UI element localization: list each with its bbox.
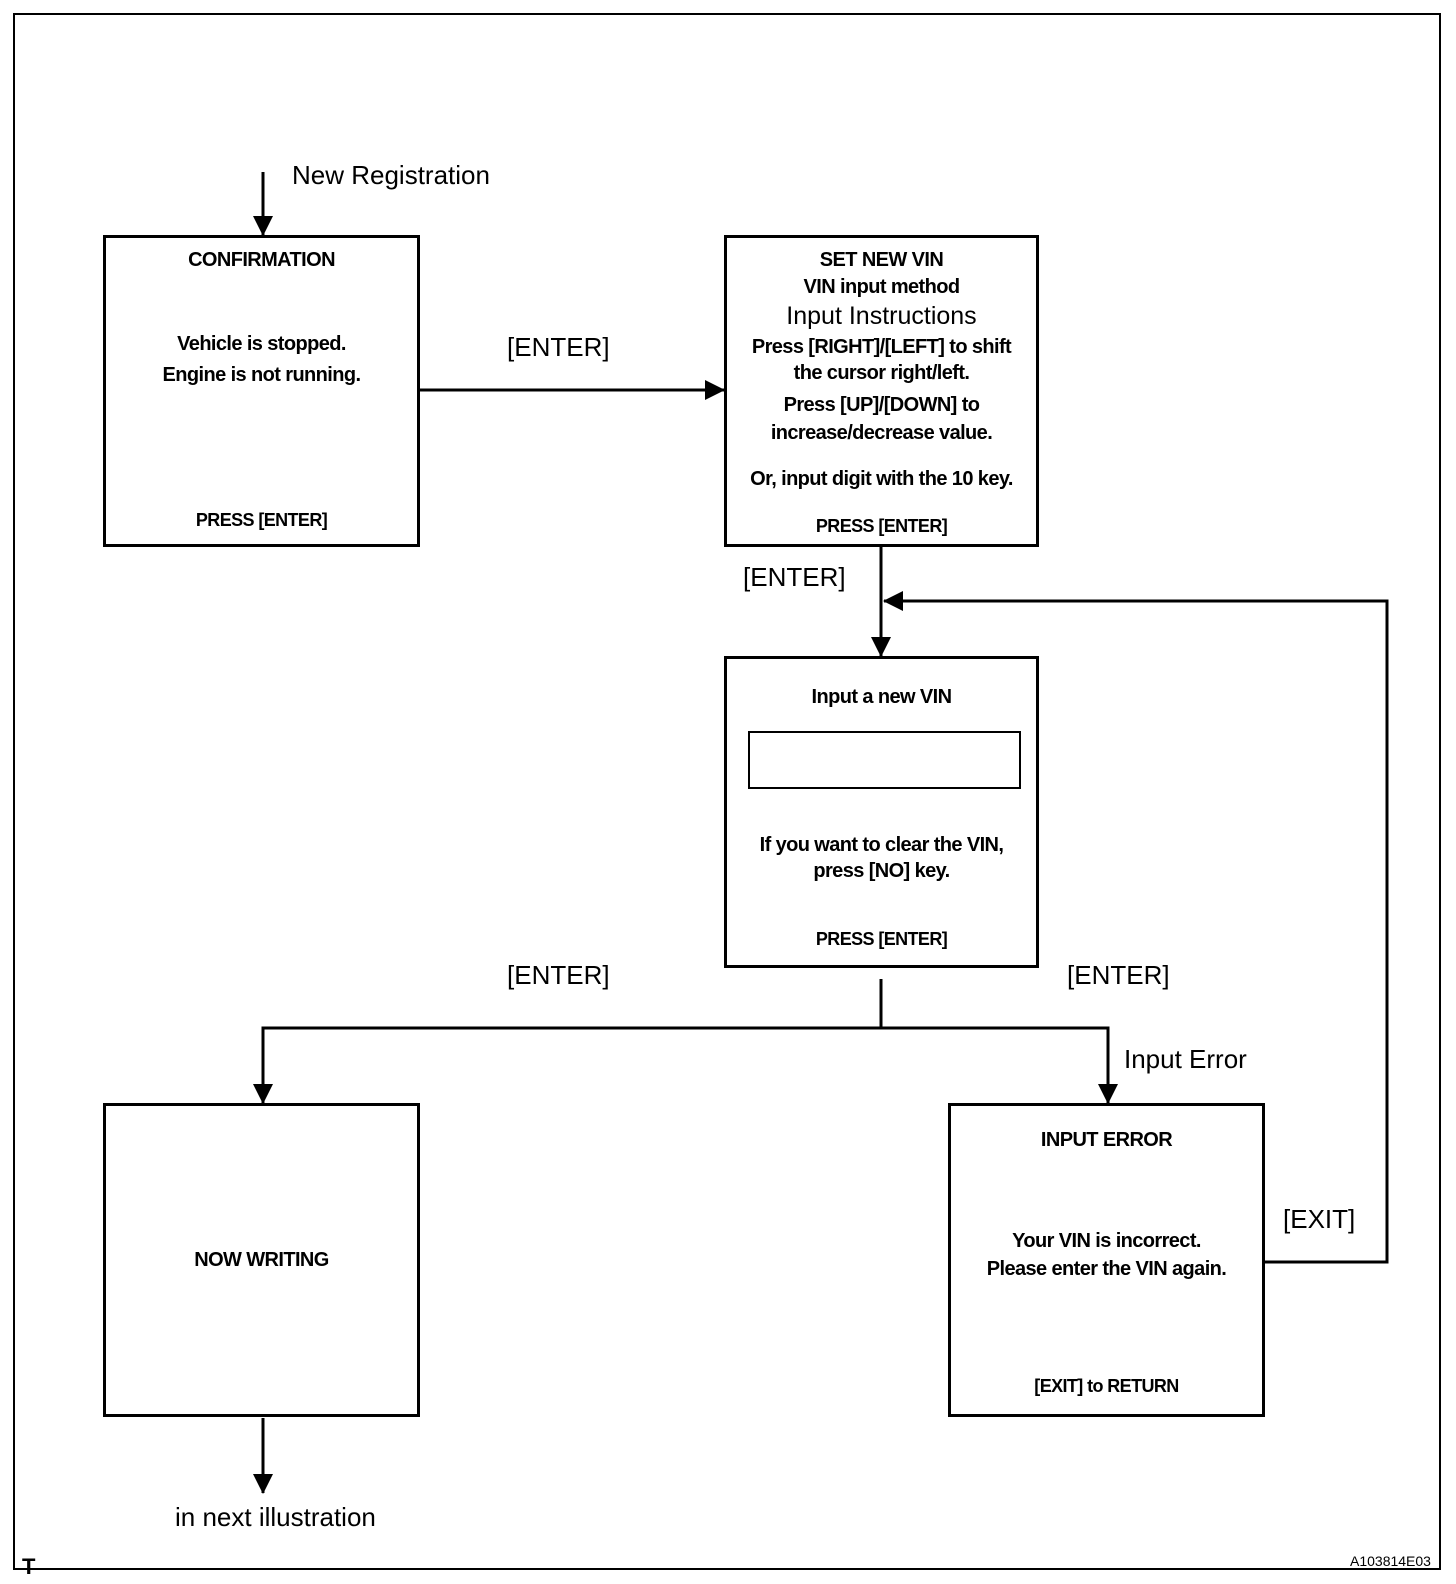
input-vin-footer: PRESS [ENTER] bbox=[815, 929, 948, 949]
label-input-error: Input Error bbox=[1124, 1044, 1247, 1074]
figure-reference: A103814E03 bbox=[1350, 1553, 1431, 1569]
now-writing-title: NOW WRITING bbox=[194, 1249, 329, 1271]
input-error-footer: [EXIT] to RETURN bbox=[1034, 1376, 1179, 1396]
confirmation-line-2: Engine is not running. bbox=[162, 364, 362, 386]
label-enter-set-vin: [ENTER] bbox=[743, 562, 846, 592]
screen-input-new-vin: Input a new VIN If you want to clear the… bbox=[724, 656, 1039, 968]
input-error-line-2: Please enter the VIN again. bbox=[986, 1258, 1227, 1280]
set-vin-line-5: Or, input digit with the 10 key. bbox=[750, 468, 1013, 490]
input-error-title: INPUT ERROR bbox=[1040, 1129, 1173, 1151]
set-vin-line-2: the cursor right/left. bbox=[793, 362, 970, 384]
set-vin-title: SET NEW VIN bbox=[819, 249, 944, 271]
input-vin-line-1: If you want to clear the VIN, bbox=[759, 834, 1004, 856]
set-vin-subtitle: VIN input method bbox=[803, 276, 961, 298]
vin-input-field bbox=[748, 731, 1021, 789]
label-enter-confirmation: [ENTER] bbox=[507, 332, 610, 362]
arrow-to-input-error bbox=[881, 1026, 1118, 1104]
set-vin-footer: PRESS [ENTER] bbox=[815, 516, 948, 536]
label-enter-now-writing: [ENTER] bbox=[507, 960, 610, 990]
input-vin-title: Input a new VIN bbox=[811, 686, 953, 708]
confirmation-footer: PRESS [ENTER] bbox=[195, 510, 328, 530]
screen-input-error: INPUT ERROR Your VIN is incorrect. Pleas… bbox=[948, 1103, 1265, 1417]
set-vin-instructions-heading: Input Instructions bbox=[786, 302, 977, 330]
set-vin-line-1: Press [RIGHT]/[LEFT] to shift bbox=[751, 336, 1012, 358]
screen-now-writing: NOW WRITING bbox=[103, 1103, 420, 1417]
arrow-to-now-writing bbox=[253, 1026, 881, 1104]
corner-mark: T bbox=[22, 1554, 36, 1579]
input-vin-line-2: press [NO] key. bbox=[813, 860, 950, 882]
diagram-frame bbox=[13, 13, 1441, 1570]
set-vin-line-4: increase/decrease value. bbox=[770, 422, 993, 444]
set-vin-line-3: Press [UP]/[DOWN] to bbox=[783, 394, 980, 416]
confirmation-title: CONFIRMATION bbox=[188, 249, 335, 271]
screen-confirmation: CONFIRMATION Vehicle is stopped. Engine … bbox=[103, 235, 420, 547]
label-new-registration: New Registration bbox=[292, 160, 490, 190]
arrow-exit-return-loop bbox=[883, 591, 1389, 1264]
label-next-illustration: in next illustration bbox=[175, 1502, 376, 1532]
input-error-line-1: Your VIN is incorrect. bbox=[1012, 1230, 1201, 1252]
screen-set-new-vin: SET NEW VIN VIN input method Input Instr… bbox=[724, 235, 1039, 547]
label-exit: [EXIT] bbox=[1283, 1204, 1356, 1234]
label-enter-input-error: [ENTER] bbox=[1067, 960, 1170, 990]
confirmation-line-1: Vehicle is stopped. bbox=[177, 333, 346, 355]
